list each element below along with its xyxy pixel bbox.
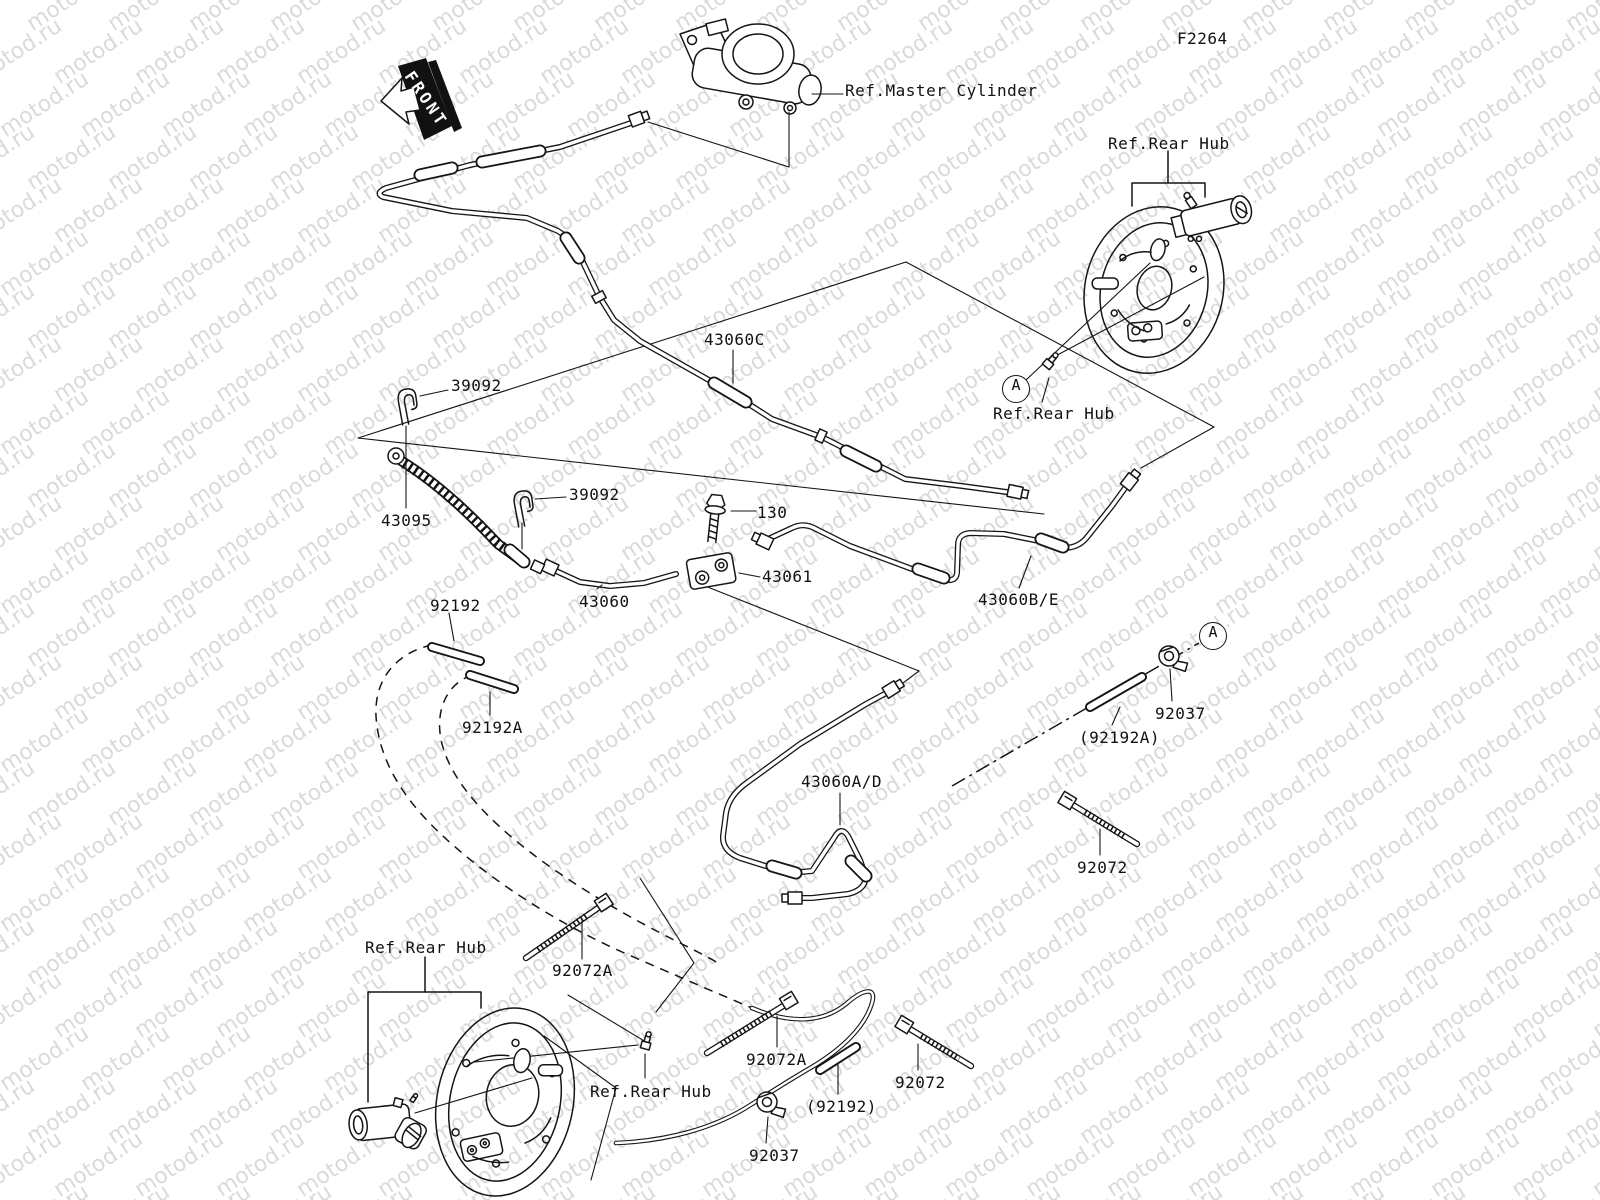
label-43061: 43061 [762,567,813,586]
label-ref-rear-hub-bl: Ref.Rear Hub [365,938,487,957]
cable-tie-92072-bottom [894,1014,975,1070]
label-ref-rear-hub-top: Ref.Rear Hub [1108,134,1230,153]
brake-pipe-43060be [750,468,1142,585]
label-ref-rear-hub-bottom: Ref.Rear Hub [590,1082,712,1101]
label-92192a-paren: (92192A) [1079,728,1161,747]
label-leaders [405,349,1173,1144]
bolt-130 [704,493,726,543]
tube-92192a-right [1085,672,1147,712]
brake-pipe-43060c [376,110,1030,500]
flare-nut [750,531,775,551]
label-130: 130 [757,503,788,522]
cable-tie-92072a-top [522,892,614,962]
label-43060ad: 43060A/D [801,772,883,791]
label-92072a-top: 92072A [552,961,613,980]
label-92072a-bottom: 92072A [746,1050,807,1069]
cable-tie-92072a-bottom [703,990,799,1057]
master-cylinder [679,18,822,115]
pipe-clamp-39092-b [513,490,534,528]
flare-nut [1006,483,1030,500]
wheel-cylinder-top [1170,191,1253,243]
label-43095: 43095 [381,511,432,530]
wheel-cylinder-bottom [348,1092,427,1150]
front-arrow: FRONT [380,58,462,140]
pipe-clamp-39092-a [397,388,418,426]
master-cylinder-pointer [647,93,844,168]
label-92037-right: 92037 [1155,704,1206,723]
flare-nut [627,110,651,128]
joint-43061 [685,552,737,590]
flare-nut [881,678,906,700]
fitting-bolt-top [1041,352,1059,371]
hose-clamp-92037-bottom [756,1091,787,1119]
hose-clamp-92037-right [1158,645,1189,673]
rear-hub-bottom [348,956,576,1197]
tube-92192-bottom [815,1042,861,1075]
tube-92192 [427,642,485,666]
label-92037-bottom: 92037 [749,1146,800,1165]
label-ref-rear-hub-mid: Ref.Rear Hub [993,404,1115,423]
brake-pipe-43060ad [719,678,906,905]
fitting-bolt-bottom [639,1031,652,1051]
brake-pipe-43060 [540,558,679,589]
label-39092-b: 39092 [569,485,620,504]
rear-hub-top [1083,150,1253,374]
phantom-hose-routing [375,642,1200,1146]
label-92192a: 92192A [462,718,523,737]
label-43060c: 43060C [704,330,765,349]
flare-nut [529,559,546,575]
tube-92192a [465,670,519,694]
detail-marker-a-right: A [1199,622,1227,650]
label-39092-a: 39092 [451,376,502,395]
label-92192-paren: (92192) [806,1097,877,1116]
label-92072-bottom: 92072 [895,1073,946,1092]
detail-marker-a-top: A [1002,375,1030,403]
flexible-hose-43095 [387,447,546,575]
flare-nut [1119,468,1142,492]
label-43060be: 43060B/E [978,590,1060,609]
figure-code: F2264 [1177,29,1228,48]
flare-nut [781,891,803,905]
label-92192: 92192 [430,596,481,615]
label-92072-right: 92072 [1077,858,1128,877]
cable-tie-92072-right [1057,790,1141,848]
label-ref-master-cylinder: Ref.Master Cylinder [845,81,1038,100]
label-43060: 43060 [579,592,630,611]
